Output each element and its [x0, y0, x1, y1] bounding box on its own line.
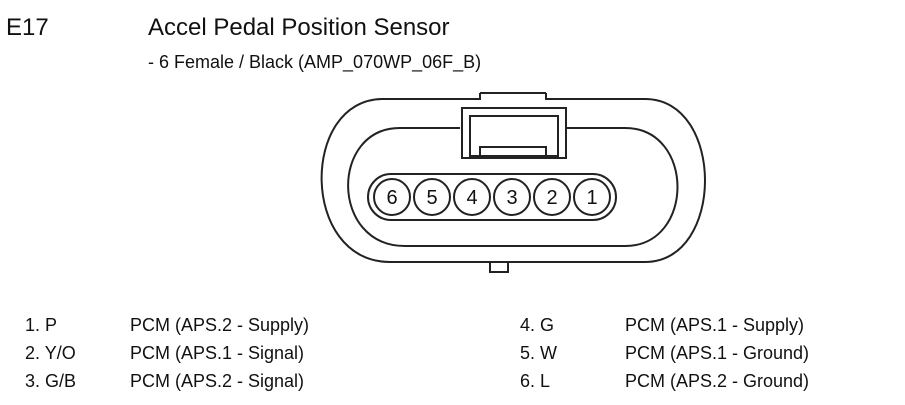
pin-number: 1. P [25, 315, 58, 335]
pin-6-circle [373, 178, 411, 216]
connector-code: E17 [6, 14, 49, 41]
key-notch [489, 262, 509, 273]
pin-description: PCM (APS.2 - Ground) [625, 371, 810, 391]
connector-title: Accel Pedal Position Sensor [148, 14, 450, 41]
pin-5-circle [413, 178, 451, 216]
pin-1-circle [573, 178, 611, 216]
latch [461, 107, 567, 159]
pin-3-label: 3 [506, 187, 517, 209]
housing-inner [347, 127, 679, 247]
pin-4-circle [453, 178, 491, 216]
pin-5-label: 5 [426, 187, 437, 209]
pin-number: 5. W [520, 343, 558, 363]
pin-description: PCM (APS.1 - Supply) [625, 315, 805, 335]
pin-2-label: 2 [546, 187, 557, 209]
pin-4-label: 4 [466, 187, 477, 209]
pin-cavity [367, 173, 617, 221]
pin-2-circle [533, 178, 571, 216]
connector-subtitle: - 6 Female / Black (AMP_070WP_06F_B) [148, 52, 482, 72]
pin-3-circle [493, 178, 531, 216]
pin-number: 3. G/B [25, 371, 77, 391]
pin-number: 6. L [520, 371, 551, 391]
pin-6-label: 6 [386, 187, 397, 209]
pin-number: 2. Y/O [25, 343, 76, 363]
pin-number: 4. G [520, 315, 555, 335]
pin-description: PCM (APS.2 - Supply) [130, 315, 310, 335]
pin-description: PCM (APS.2 - Signal) [130, 371, 305, 391]
latch-inner [469, 115, 559, 157]
pin-1-label: 1 [586, 187, 597, 209]
connector-diagram: 6 5 4 3 2 1 [320, 92, 706, 273]
housing-outer [320, 93, 706, 263]
pin-description: PCM (APS.1 - Ground) [625, 343, 810, 363]
pin-description: PCM (APS.1 - Signal) [130, 343, 305, 363]
